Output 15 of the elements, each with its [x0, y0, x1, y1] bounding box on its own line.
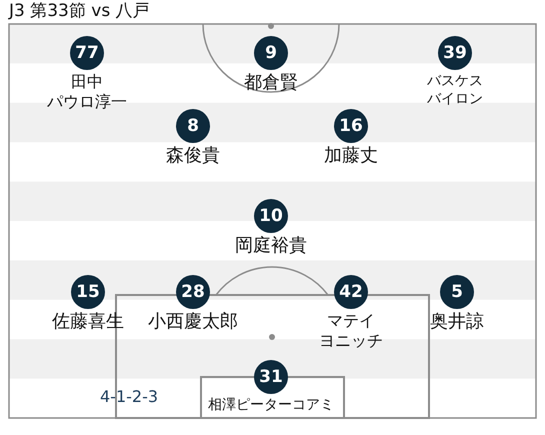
player-name: 佐藤喜生: [52, 311, 124, 333]
shirt-number: 10: [254, 199, 288, 233]
page-title: J3 第33節 vs 八戸: [9, 1, 150, 21]
player-name: バスケスバイロン: [427, 72, 483, 108]
player-name: 都倉賢: [244, 72, 298, 94]
player-name: 加藤丈: [324, 145, 378, 167]
player-name: マテイヨニッチ: [319, 311, 383, 351]
player-name: 田中パウロ淳一: [47, 72, 127, 112]
player-name: 岡庭裕貴: [235, 235, 307, 257]
formation-label: 4-1-2-3: [100, 387, 158, 407]
player-name: 小西慶太郎: [148, 311, 238, 333]
player-name: 森俊貴: [166, 145, 220, 167]
shirt-number: 31: [254, 360, 288, 394]
player-name: 相澤ピーターコアミ: [208, 396, 334, 414]
player-name: 奥井諒: [430, 311, 484, 333]
